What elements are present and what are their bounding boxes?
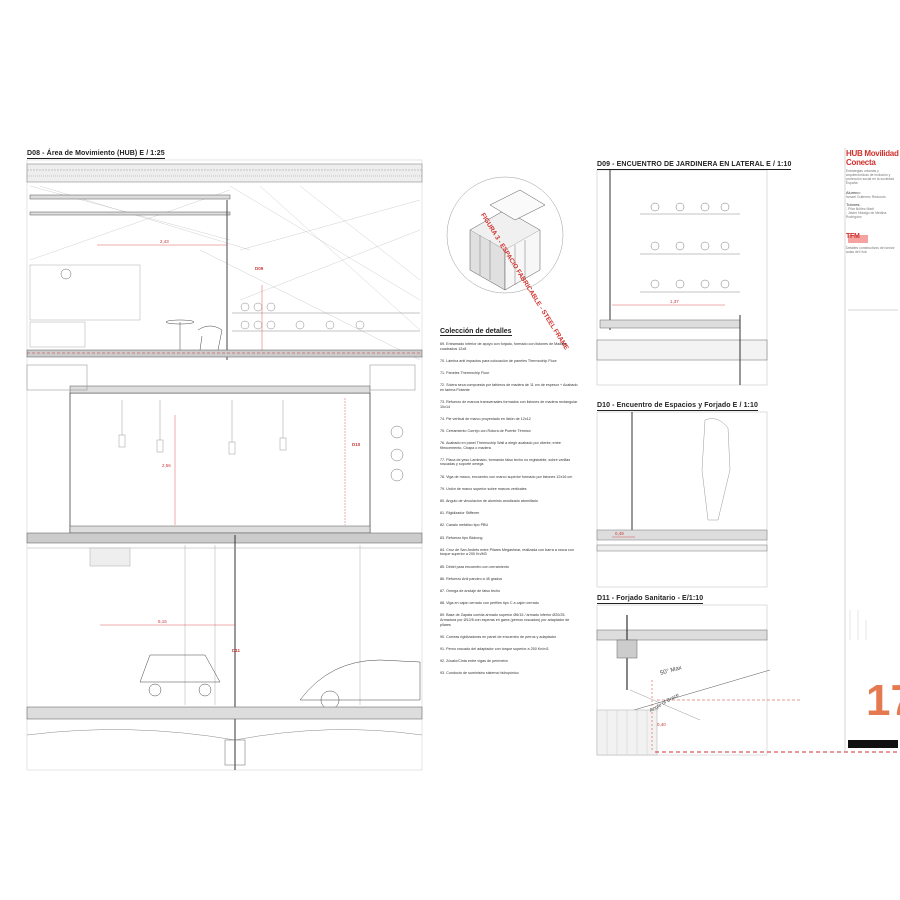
detail-item: 70. Lámina anti impactos para colocación… [440,358,557,363]
detail-item: 69. Entramado inferior de apoyo con forj… [440,342,567,351]
detail-item: 71. Paneles Thermochip Floor [440,370,490,375]
sheet-caption: Detalles constructivos del sector aulas … [846,246,895,254]
detail-item: 76. Acabado en panel Thermochip Wall a e… [440,441,561,450]
detail-item: 88. Viga en cajón cerrado con perfiles t… [440,601,539,606]
d10-detail-drawing [596,411,768,588]
detail-item: 86. Refuerzo Anti pandeo a 45 grados [440,576,503,581]
detail-item: 87. Omega de anclaje de falso techo [440,588,501,593]
project-subtitle: Estrategias urbanas y arquitectónicas de… [846,169,895,185]
detail-item: 85. Dintel para encuentro con cerramient… [440,564,509,569]
d08-dim-3: 5,16 [158,619,167,624]
detail-item: 75. Cerramiento Correjo con Rotura de Pu… [440,428,531,433]
d11-detail-drawing [596,604,897,756]
tutor-2: - Javier Hidalgo de Medina Rodríguez [846,211,887,219]
detail-item: 89. Base de Zapata corrida armado superi… [440,613,570,627]
d08-tag-d11: D11 [232,648,241,653]
details-list: Colección de detalles 69. Entramado infe… [440,320,580,683]
d09-title: D09 - ENCUENTRO DE JARDINERA EN LATERAL … [597,161,792,170]
detail-item: 73. Refuerzo de marcos transversales for… [440,399,578,409]
d08-title: D08 - Área de Movimiento (HUB) E / 1:25 [27,150,165,159]
detail-item: 91. Perno roscado del adaptador con torq… [440,646,549,651]
detail-item: 72. Solera seca compuesta por tableros d… [440,383,578,392]
d08-dim-1: 2,43 [160,239,169,244]
detail-item: 80. Angulo de vinculación de aluminio an… [440,499,538,504]
detail-item: 82. Canalo metálico tipo PBU [440,523,489,528]
panel-graphics [844,148,898,752]
d11-title: D11 - Forjado Sanitario - E/1:10 [597,595,704,604]
alumno-name: Ismael Gutierrez Redondo [846,195,886,199]
detail-item: 81. Rigidizador Stiffener [440,511,480,516]
d10-title: D10 - Encuentro de Espacios y Forjado E … [597,402,758,411]
title-panel: HUB Movilidad Conecta Estrategias urbana… [846,149,900,254]
details-title: Colección de detalles [440,328,512,336]
d11-dim: 0,40 [657,722,666,727]
figure3-axonometric [446,176,564,294]
d09-detail-drawing [596,169,768,386]
detail-item: 84. Cruz de San Andrés entre Pilares Meg… [440,547,574,557]
d08-section-drawing [26,159,423,771]
detail-item: 93. Conducto de suministro sistema hidro… [440,671,519,676]
project-brand: HUB Movilidad Conecta [846,149,899,167]
d09-dim: 1,37 [670,299,679,304]
sheet-number: 17 [866,676,900,725]
tfm-label: TFM [846,233,860,240]
d08-tag-d09: D09 [255,266,264,271]
detail-item: 77. Placa de yeso Laminado, formando fal… [440,457,571,467]
alumno-label: Alumno: [846,190,861,195]
d08-dim-2: 2,56 [162,463,171,468]
detail-item: 78. Viga de marco, encuentro con marco s… [440,474,573,479]
detail-item: 92. Zócalo/Cinta entre vigas de perímetr… [440,659,508,664]
detail-item: 90. Correas rigidizadoras en panel de en… [440,634,557,639]
tutores-label: Tutores: [846,202,861,207]
d08-tag-d10: D10 [352,442,361,447]
detail-item: 79. Unión de marco superior sobre marcos… [440,486,527,491]
d10-dim: 0,49 [615,531,624,536]
tutor-1: - Pilar Núñez Martí [846,207,875,211]
detail-item: 83. Refuerzo tipo Blokong [440,535,483,540]
detail-item: 74. Pie vertical de marco proyectado en … [440,416,531,421]
